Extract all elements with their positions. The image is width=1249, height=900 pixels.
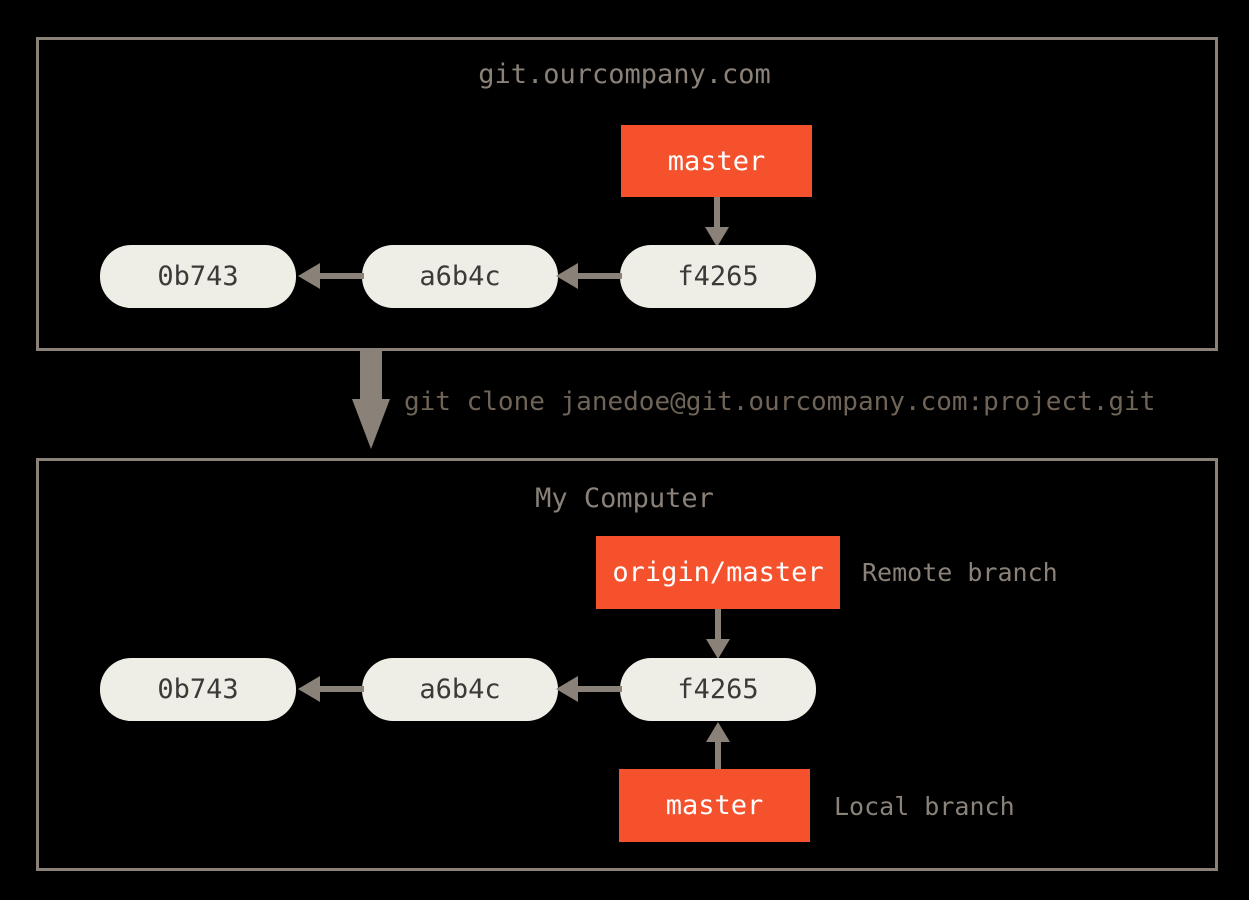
local-commit-node-f4265: f4265 xyxy=(620,658,816,721)
arrow-head xyxy=(706,639,730,659)
arrow-head xyxy=(556,676,578,702)
clone-command-label: git clone janedoe@git.ourcompany.com:pro… xyxy=(404,387,1156,417)
remote-commit-node-0b743: 0b743 xyxy=(100,245,296,308)
arrow-shaft xyxy=(360,351,382,401)
arrow-shaft xyxy=(318,273,364,279)
local-commit-node-0b743: 0b743 xyxy=(100,658,296,721)
remote-server-panel xyxy=(36,37,1218,351)
arrow-shaft xyxy=(715,609,721,639)
local-commit-node-a6b4c: a6b4c xyxy=(362,658,558,721)
arrow-shaft xyxy=(714,197,720,227)
local-computer-panel xyxy=(36,458,1218,871)
remote-server-title: git.ourcompany.com xyxy=(478,59,771,90)
remote-tracking-branch-pointer-arrow xyxy=(706,609,730,659)
arrow-head xyxy=(706,722,730,742)
arrow-shaft xyxy=(318,686,364,692)
clone-flow-arrow xyxy=(352,351,390,449)
local-computer-title: My Computer xyxy=(535,483,714,514)
remote-branch-master-box: master xyxy=(621,125,812,197)
remote-parent-arrow-f4265-to-a6b4c xyxy=(556,263,622,289)
local-parent-arrow-f4265-to-a6b4c xyxy=(556,676,622,702)
arrow-shaft xyxy=(576,273,622,279)
arrow-head xyxy=(352,399,390,449)
arrow-shaft xyxy=(715,742,721,770)
arrow-head xyxy=(705,227,729,247)
arrow-head xyxy=(298,263,320,289)
remote-commit-node-f4265: f4265 xyxy=(620,245,816,308)
local-remote-tracking-branch-box: origin/master xyxy=(596,536,840,609)
local-branch-master-box: master xyxy=(619,769,810,842)
remote-commit-node-a6b4c: a6b4c xyxy=(362,245,558,308)
remote-branch-pointer-arrow xyxy=(705,197,729,247)
local-parent-arrow-a6b4c-to-0b743 xyxy=(298,676,364,702)
local-branch-pointer-arrow xyxy=(706,722,730,770)
local-branch-caption: Local branch xyxy=(834,792,1015,821)
arrow-head xyxy=(556,263,578,289)
remote-branch-caption: Remote branch xyxy=(862,558,1058,587)
arrow-shaft xyxy=(576,686,622,692)
arrow-head xyxy=(298,676,320,702)
remote-parent-arrow-a6b4c-to-0b743 xyxy=(298,263,364,289)
